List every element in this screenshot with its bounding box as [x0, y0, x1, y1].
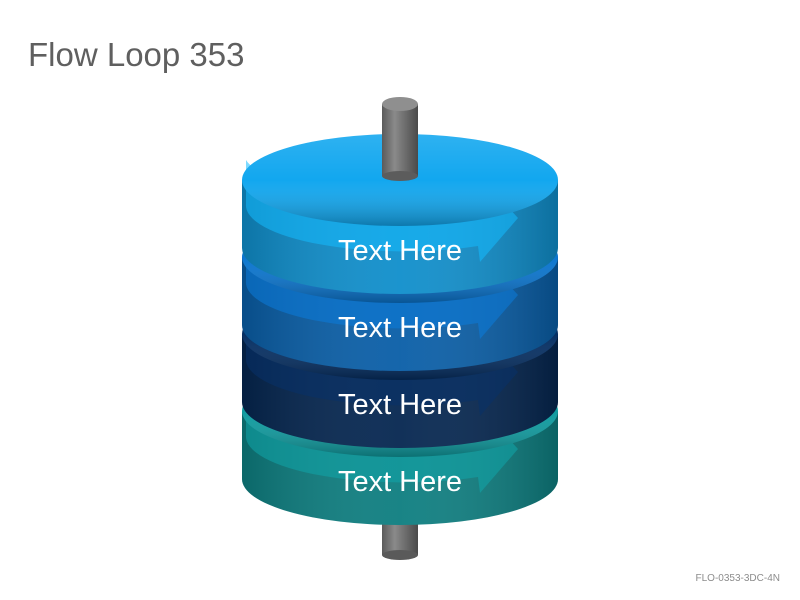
- slide-title: Flow Loop 353: [28, 36, 245, 73]
- layer-label: Text Here: [338, 235, 462, 267]
- diagram-code: FLO-0353-3DC-4N: [695, 573, 780, 584]
- layer-label: Text Here: [338, 389, 462, 421]
- top-axle: [382, 97, 418, 181]
- layer-label: Text Here: [338, 312, 462, 344]
- layer-label: Text Here: [338, 466, 462, 498]
